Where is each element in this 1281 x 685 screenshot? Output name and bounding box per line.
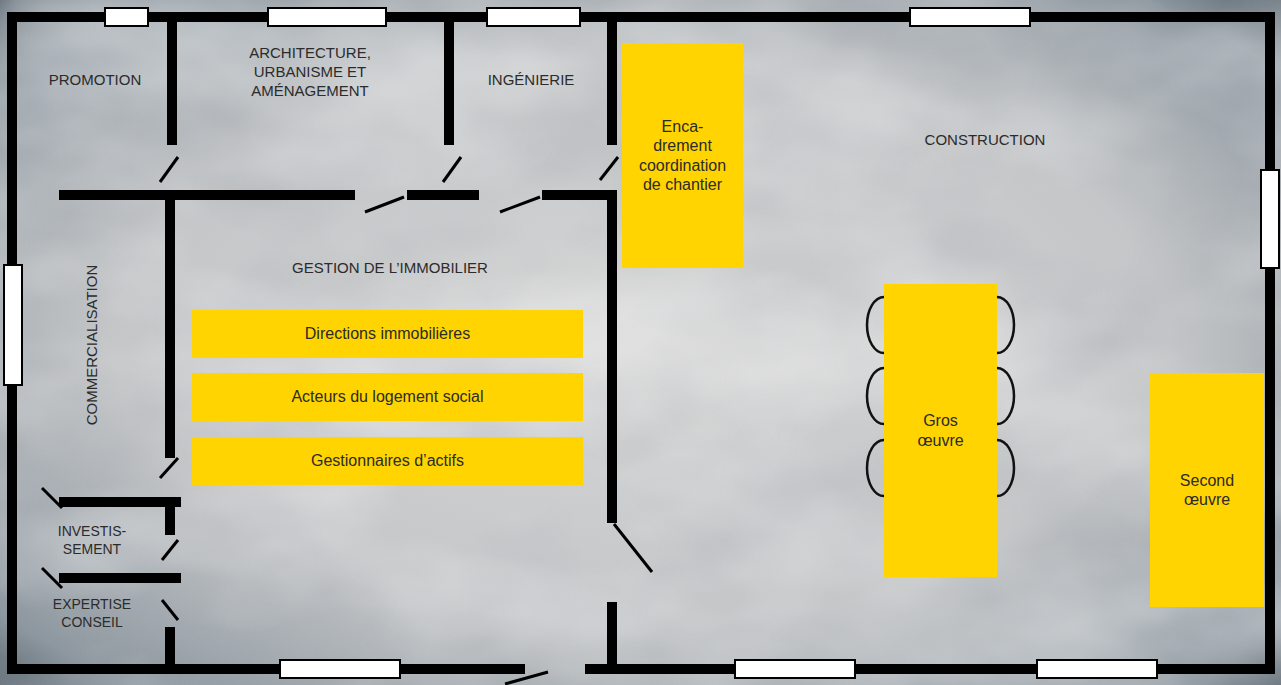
room: CONSTRUCTION Enca- drement coordination d… <box>617 22 1265 664</box>
room: GESTION DE L’IMMOBILIER Directions immobi… <box>175 200 607 664</box>
yellow-box: Gestionnaires d’actifs <box>192 437 583 485</box>
box-label: Gestionnaires d’actifs <box>311 451 464 470</box>
room-label: CONSTRUCTION <box>885 131 1085 150</box>
room: INVESTIS- SEMENT <box>17 507 165 573</box>
room-label: INGÉNIERIE <box>461 71 601 90</box>
yellow-box: Acteurs du logement social <box>192 373 583 421</box>
room: EXPERTISE CONSEIL <box>17 583 165 667</box>
box-label: Directions immobilières <box>305 324 470 343</box>
box-label: Gros œuvre <box>911 411 971 449</box>
room-label: GESTION DE L’IMMOBILIER <box>240 259 540 278</box>
yellow-box: Gros œuvre <box>884 284 997 577</box>
room-label: EXPERTISE CONSEIL <box>42 596 142 631</box>
room: ARCHITECTURE, URBANISME ET AMÉNAGEMENT <box>177 22 444 190</box>
room-label: PROMOTION <box>25 71 165 90</box>
room-label: COMMERCIALISATION <box>83 265 102 426</box>
room-label: ARCHITECTURE, URBANISME ET AMÉNAGEMENT <box>235 44 385 100</box>
windows <box>4 8 1279 678</box>
room: PROMOTION <box>17 22 167 190</box>
box-label: Enca- drement coordination de chantier <box>635 117 730 194</box>
room: COMMERCIALISATION <box>17 200 165 497</box>
walls <box>12 17 1270 669</box>
yellow-box: Enca- drement coordination de chantier <box>622 43 743 268</box>
room-label: INVESTIS- SEMENT <box>42 523 142 558</box>
box-label: Second œuvre <box>1172 471 1242 509</box>
doors <box>42 157 652 684</box>
box-label: Acteurs du logement social <box>291 387 483 406</box>
yellow-box: Second œuvre <box>1150 373 1264 607</box>
yellow-box: Directions immobilières <box>192 310 583 358</box>
room: INGÉNIERIE <box>454 22 607 190</box>
